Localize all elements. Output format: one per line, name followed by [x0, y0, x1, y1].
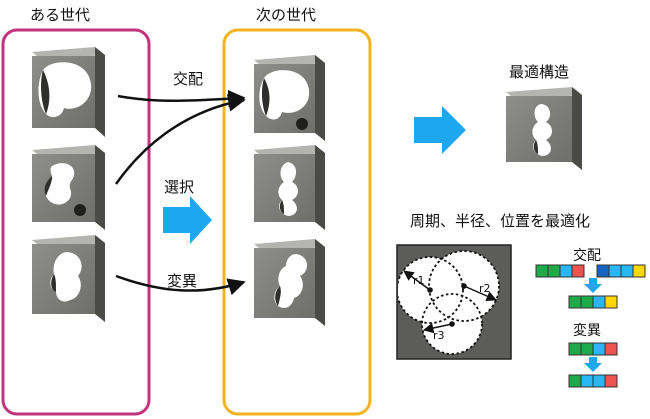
legend-mutation-arrow-icon — [584, 357, 602, 372]
block-parent-1 — [32, 47, 105, 137]
block-parent-3 — [32, 235, 105, 322]
legend-crossover-genes — [535, 264, 646, 309]
selection-arrow-icon — [163, 196, 212, 244]
next-generation-frame — [222, 28, 372, 416]
result-arrow-icon — [414, 106, 466, 154]
legend-crossover-label: 交配 — [573, 248, 601, 264]
optimize-title: 周期、半径、位置を最適化 — [410, 212, 591, 230]
block-child-2 — [254, 145, 325, 230]
optimization-cell: r1 r2 r3 — [396, 244, 512, 360]
block-child-1 — [254, 55, 325, 141]
current-generation-title: ある世代 — [30, 6, 91, 24]
block-optimal — [506, 87, 582, 170]
next-generation-title: 次の世代 — [256, 6, 317, 24]
crossover-label: 交配 — [173, 70, 204, 88]
optimal-structure-title: 最適構造 — [509, 63, 570, 81]
legend-mutation-label: 変異 — [573, 323, 601, 339]
radius-label-2: r2 — [479, 282, 491, 295]
selection-label: 選択 — [164, 178, 195, 196]
mutation-arrow — [115, 274, 246, 296]
block-parent-2 — [32, 145, 105, 230]
current-generation-frame — [1, 28, 151, 416]
mutation-label: 変異 — [167, 272, 198, 290]
crossover-arrow-bottom — [114, 94, 246, 185]
radius-label-1: r1 — [413, 274, 425, 287]
legend-crossover-arrow-icon — [584, 278, 602, 293]
block-child-3 — [254, 239, 325, 326]
legend-mutation-genes — [568, 342, 618, 388]
radius-label-3: r3 — [433, 329, 445, 342]
